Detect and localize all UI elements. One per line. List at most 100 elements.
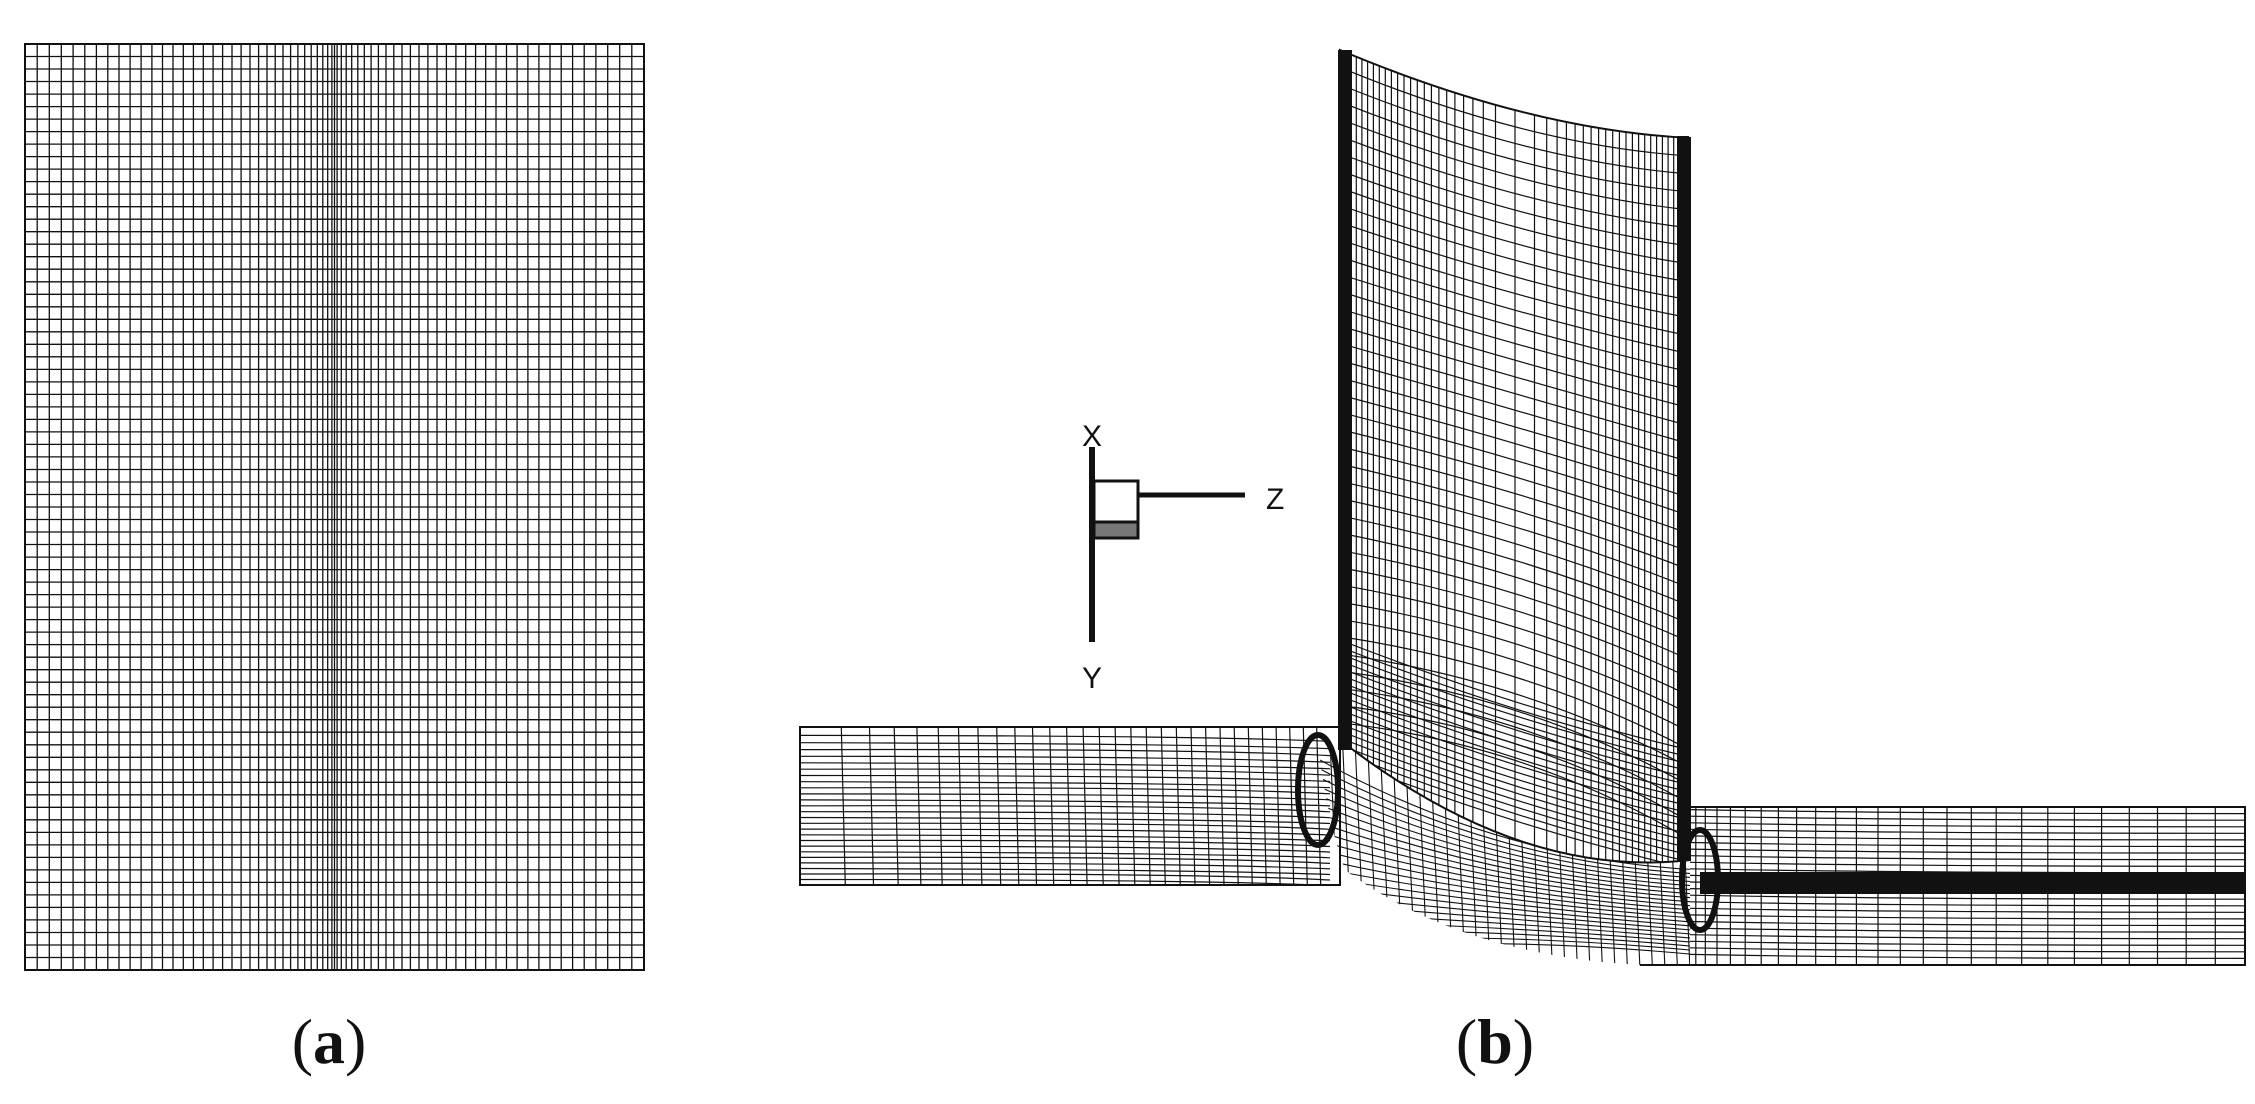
mesh-curve bbox=[1320, 867, 1700, 920]
mesh-curve bbox=[1320, 768, 1700, 875]
mesh-line bbox=[1160, 727, 1166, 885]
mesh-line bbox=[957, 727, 964, 885]
mesh-line bbox=[1130, 727, 1136, 885]
mesh-line bbox=[977, 727, 983, 885]
triad-y-label: Y bbox=[1082, 662, 1102, 695]
mesh-line bbox=[1066, 727, 1072, 885]
mesh-curve bbox=[1690, 815, 2245, 821]
mesh-curve bbox=[1320, 858, 1700, 916]
triad-x-label: X bbox=[1082, 420, 1102, 453]
blade-surface-mesh bbox=[1340, 50, 1690, 863]
mesh-line bbox=[1316, 727, 1322, 885]
mesh-curve bbox=[1340, 308, 1690, 409]
mesh-curve bbox=[1690, 848, 2245, 854]
mesh-curve bbox=[1340, 667, 1690, 779]
mesh-curve bbox=[800, 734, 1331, 742]
mesh-curve bbox=[1340, 532, 1690, 643]
mesh-line bbox=[996, 727, 1002, 885]
mesh-curve bbox=[1690, 940, 2245, 946]
mesh-curve bbox=[1340, 744, 1690, 856]
mesh-curve bbox=[800, 851, 1331, 859]
mesh-curve bbox=[1340, 152, 1690, 247]
mesh-curve bbox=[1320, 885, 1700, 928]
label-b-letter: b bbox=[1477, 1006, 1513, 1077]
mesh-line bbox=[1114, 727, 1120, 885]
mesh-curve bbox=[1340, 674, 1690, 786]
mesh-curve bbox=[800, 822, 1331, 830]
mesh-line bbox=[937, 727, 943, 885]
mesh-curve bbox=[1690, 828, 2245, 834]
mesh-curve bbox=[1340, 118, 1690, 211]
mesh-line bbox=[1289, 727, 1295, 885]
mesh-line bbox=[1366, 740, 1379, 965]
mesh-curve bbox=[1340, 170, 1690, 265]
mesh-curve bbox=[1690, 894, 2245, 900]
triad-cube-top bbox=[1092, 479, 1140, 524]
mesh-curve bbox=[1690, 855, 2245, 861]
blade-leading-edge bbox=[1338, 50, 1352, 750]
panel-label-a: (a) bbox=[229, 1010, 429, 1074]
mesh-curve bbox=[800, 762, 1331, 770]
mesh-curve bbox=[1690, 809, 2245, 815]
mesh-curve bbox=[1340, 751, 1690, 863]
mesh-curve bbox=[1340, 359, 1690, 463]
mesh-curve bbox=[1340, 187, 1690, 283]
mesh-line bbox=[1233, 727, 1239, 885]
mesh-line bbox=[1275, 727, 1281, 885]
mesh-curve bbox=[1320, 942, 1700, 956]
mesh-curve bbox=[1340, 566, 1690, 679]
mesh-curve bbox=[800, 856, 1331, 864]
mesh-curve bbox=[1340, 497, 1690, 607]
mesh-curve bbox=[1340, 480, 1690, 589]
mesh-line bbox=[1049, 727, 1055, 885]
blade-passage-mesh-panel: X Z Y bbox=[799, 48, 2246, 966]
outlet-duct-mesh bbox=[1690, 807, 2245, 965]
mesh-curve bbox=[1690, 907, 2245, 913]
blade-trailing-edge bbox=[1677, 136, 1689, 861]
mesh-curve bbox=[1340, 549, 1690, 661]
mesh-line bbox=[1354, 740, 1366, 965]
mesh-curve bbox=[800, 755, 1331, 763]
mesh-curve bbox=[1340, 653, 1690, 765]
mesh-curve bbox=[800, 816, 1331, 825]
mesh-curve bbox=[1340, 66, 1690, 157]
label-a-open: ( bbox=[291, 1006, 313, 1077]
mesh-curve bbox=[1340, 716, 1690, 828]
mesh-curve bbox=[1340, 394, 1690, 499]
mesh-curve bbox=[1340, 639, 1690, 751]
mesh-curve bbox=[1340, 325, 1690, 427]
mesh-curve bbox=[1320, 813, 1700, 895]
mesh-curve bbox=[1690, 861, 2245, 867]
mesh-curve bbox=[1690, 927, 2245, 933]
mesh-curve bbox=[1340, 730, 1690, 842]
mesh-curve bbox=[800, 828, 1331, 836]
mesh-curve bbox=[1340, 101, 1690, 193]
mesh-curve bbox=[800, 834, 1331, 842]
label-b-open: ( bbox=[1455, 1006, 1478, 1077]
triad-z-label: Z bbox=[1266, 483, 1284, 516]
mesh-curve bbox=[1340, 515, 1690, 625]
mesh-line bbox=[1190, 727, 1196, 885]
mesh-curve bbox=[1340, 737, 1690, 849]
mesh-curve bbox=[1690, 901, 2245, 907]
mesh-curve bbox=[1340, 670, 1690, 787]
mesh-curve bbox=[800, 867, 1331, 876]
mesh-curve bbox=[1340, 660, 1690, 772]
mesh-curve bbox=[800, 862, 1331, 870]
mesh-curve bbox=[800, 768, 1331, 776]
mesh-curve bbox=[1340, 135, 1690, 229]
trailing-edge-cluster bbox=[1679, 827, 1721, 933]
mesh-curve bbox=[800, 742, 1331, 750]
mesh-line bbox=[868, 727, 875, 885]
grid-horizontal-lines bbox=[25, 55, 644, 959]
mesh-curve bbox=[1690, 822, 2245, 828]
mesh-line bbox=[1145, 727, 1151, 885]
mesh-curve bbox=[1320, 822, 1700, 899]
mesh-curve bbox=[1340, 377, 1690, 481]
mesh-curve bbox=[1340, 681, 1690, 793]
label-b-close: ) bbox=[1512, 1006, 1535, 1077]
mesh-curve bbox=[1340, 411, 1690, 517]
mesh-curve bbox=[1340, 688, 1690, 800]
mesh-curve bbox=[1690, 914, 2245, 920]
